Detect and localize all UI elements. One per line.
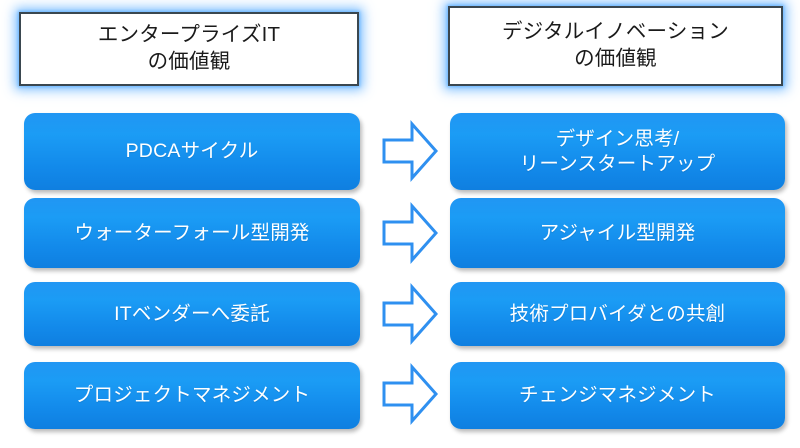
item-box-right-2: アジャイル型開発 xyxy=(450,198,785,268)
right-arrow-icon-3 xyxy=(380,283,440,345)
item-label-right-2: アジャイル型開発 xyxy=(539,221,696,244)
item-box-left-1: PDCAサイクル xyxy=(24,113,360,190)
right-arrow-icon-1 xyxy=(380,120,440,182)
item-box-right-3: 技術プロバイダとの共創 xyxy=(450,282,785,346)
header-label-enterprise-it: エンタープライズIT の価値観 xyxy=(97,23,281,73)
right-arrow-icon-2 xyxy=(380,202,440,264)
item-box-left-4: プロジェクトマネジメント xyxy=(24,362,360,429)
item-label-left-4: プロジェクトマネジメント xyxy=(73,384,311,407)
item-box-left-2: ウォーターフォール型開発 xyxy=(24,198,360,268)
header-label-digital-innovation: デジタルイノベーション の価値観 xyxy=(502,20,729,70)
item-label-left-1: PDCAサイクル xyxy=(125,140,259,163)
item-label-right-4: チェンジマネジメント xyxy=(518,384,716,407)
header-box-enterprise-it: エンタープライズIT の価値観 xyxy=(19,12,359,86)
item-box-left-3: ITベンダーへ委託 xyxy=(24,282,360,346)
item-label-right-3: 技術プロバイダとの共創 xyxy=(509,302,726,325)
item-box-right-4: チェンジマネジメント xyxy=(450,362,785,429)
header-box-digital-innovation: デジタルイノベーション の価値観 xyxy=(448,6,783,86)
item-box-right-1: デザイン思考/ リーンスタートアップ xyxy=(450,113,785,190)
item-label-left-2: ウォーターフォール型開発 xyxy=(74,221,310,244)
item-label-right-1: デザイン思考/ リーンスタートアップ xyxy=(519,127,716,175)
item-label-left-3: ITベンダーへ委託 xyxy=(114,302,270,325)
right-arrow-icon-4 xyxy=(380,363,440,425)
